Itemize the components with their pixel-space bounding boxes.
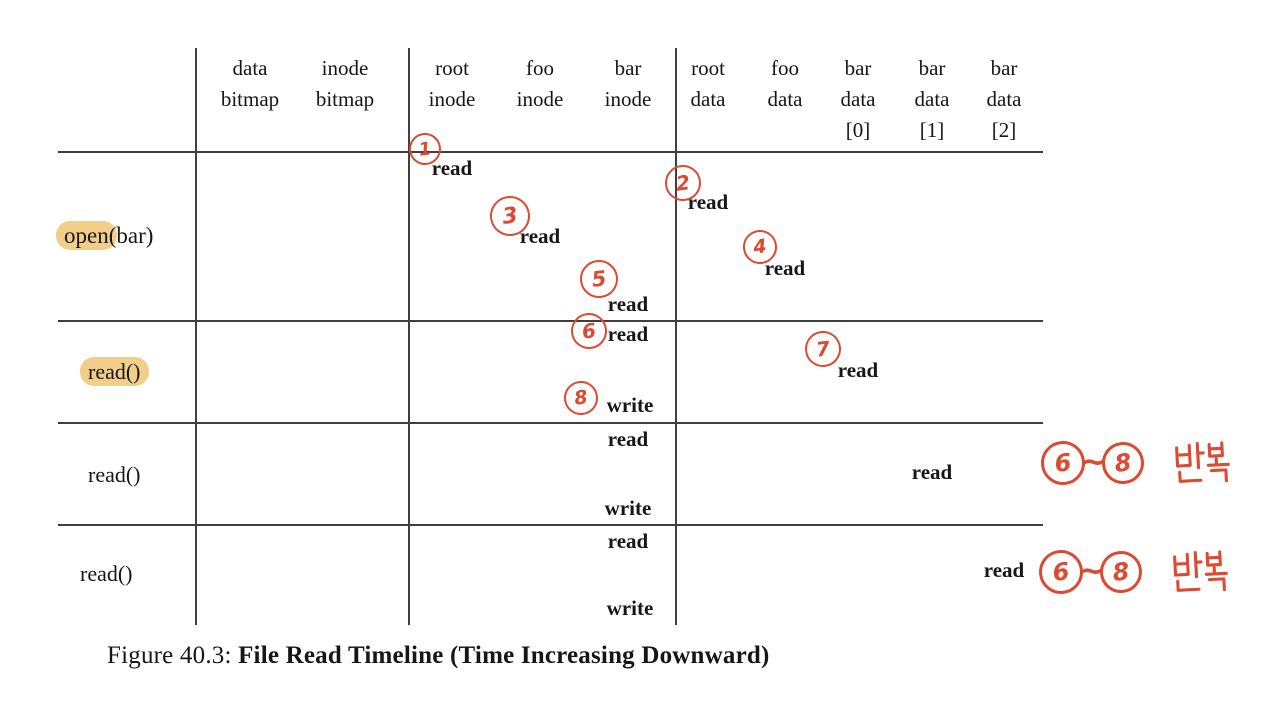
op-row1-root-data: read [687,190,729,214]
repeat-annotation-row4: 6 ~ 8 [1036,547,1228,597]
row-label-read-2: read() [88,462,141,487]
op-row1-root-inode: read [431,156,473,180]
op-row3-bar-data-1: read [911,460,953,484]
circled-step-6: 6 [568,310,610,352]
op-row2-bar-inode-write: write [606,393,654,417]
vertical-divider-1 [195,48,197,625]
horizontal-rule-row2 [58,422,1043,424]
repeat-annotation-row3: 6 ~ 8 [1038,438,1230,488]
horizontal-rule-row3 [58,524,1043,526]
highlight-open: open [56,221,117,250]
vertical-divider-2 [408,48,410,625]
horizontal-rule-row1 [58,320,1043,322]
op-row1-foo-inode: read [519,224,561,248]
circled-step-8: 8 [562,379,600,417]
highlight-read: read() [80,357,149,386]
tilde-separator: ~ [1078,551,1105,589]
op-row2-bar-data-0: read [837,358,879,382]
op-row4-bar-inode-read: read [607,529,649,553]
tilde-separator: ~ [1080,442,1107,480]
row-label-read-3: read() [80,561,133,586]
vertical-divider-3 [675,48,677,625]
op-row1-foo-data: read [764,256,806,280]
caption-title: File Read Timeline (Time Increasing Down… [238,642,770,669]
figure-caption: Figure 40.3: File Read Timeline (Time In… [107,642,770,670]
caption-prefix: Figure 40.3: [107,642,232,669]
op-row4-bar-inode-write: write [606,596,654,620]
row-label-open-bar: open(bar) [56,221,153,250]
op-row1-bar-inode: read [607,292,649,316]
op-row2-bar-inode-read: read [607,322,649,346]
op-row3-bar-inode-write: write [604,496,652,520]
hangul-repeat-text [1174,441,1230,483]
row-label-read-1: read() [80,357,149,386]
op-row4-bar-data-2: read [983,558,1025,582]
horizontal-rule-header [58,151,1043,153]
op-row3-bar-inode-read: read [607,427,649,451]
hangul-repeat-text [1172,550,1228,592]
